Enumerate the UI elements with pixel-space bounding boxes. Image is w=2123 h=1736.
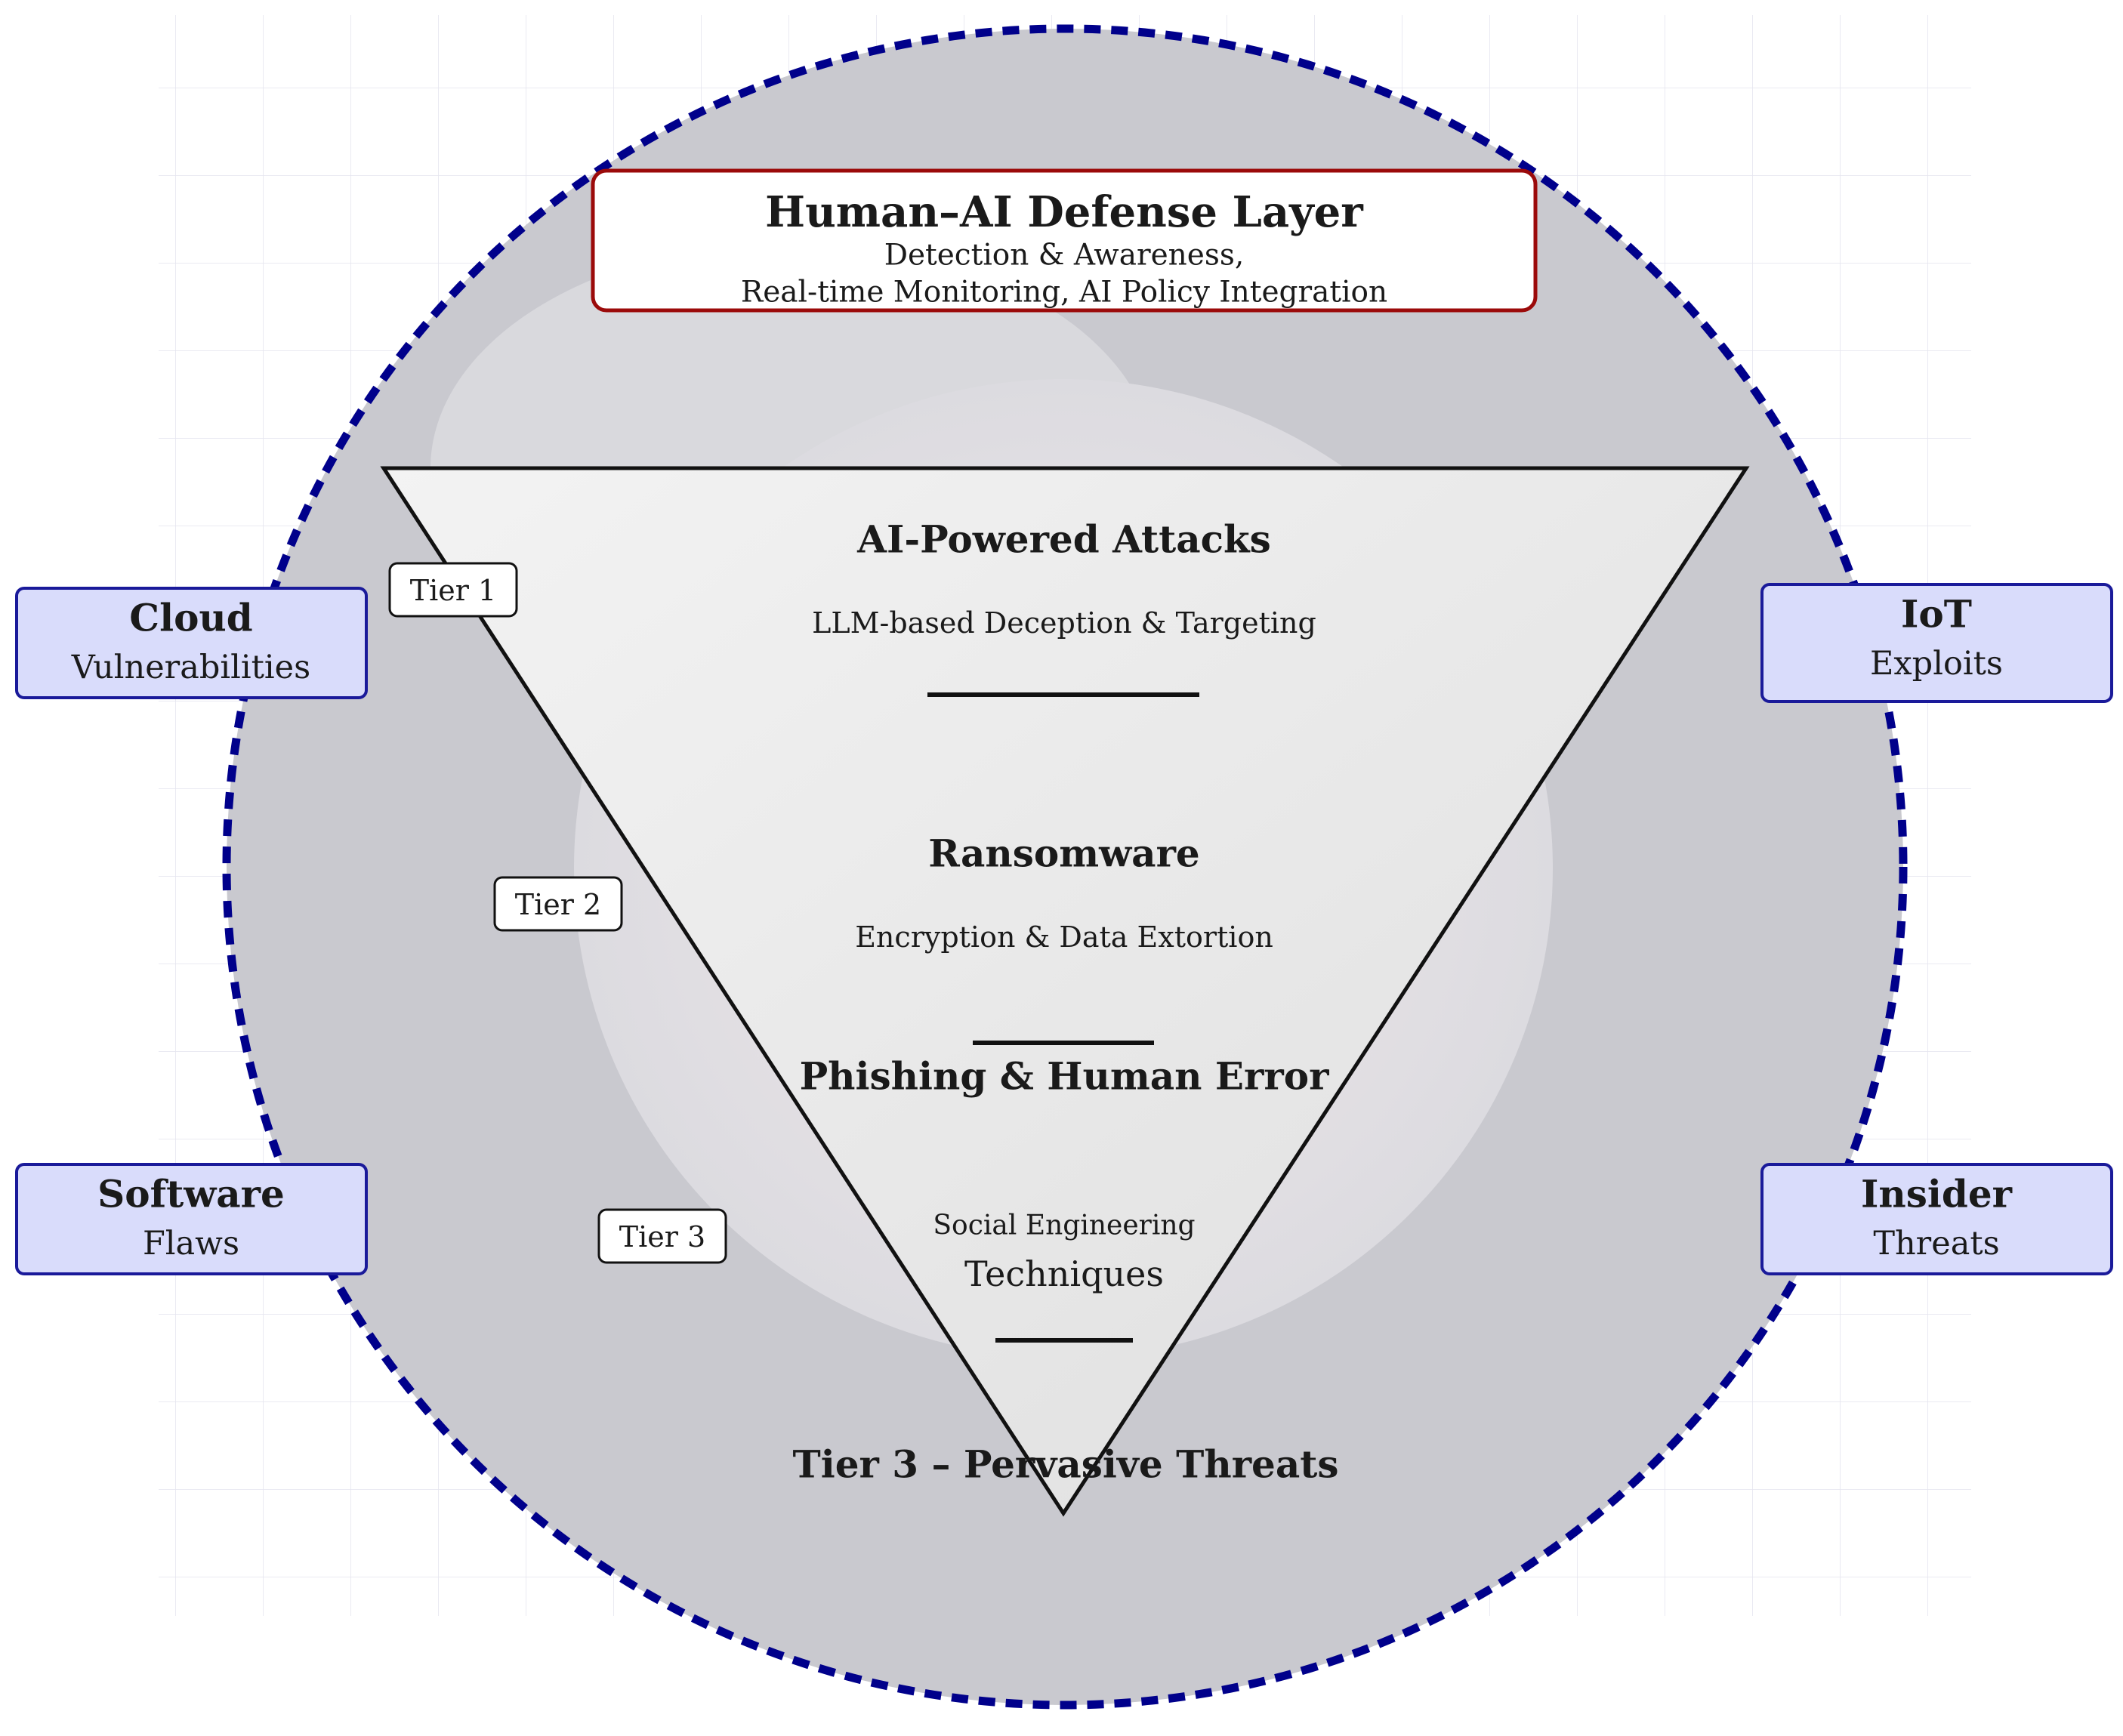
tier3-badge: Tier 3 xyxy=(619,1220,706,1253)
tier3-subtitle-line2: Techniques xyxy=(964,1253,1164,1294)
cloud-title: Cloud xyxy=(129,595,253,640)
insider-subtitle: Threats xyxy=(1873,1225,2000,1263)
tier1-title: AI-Powered Attacks xyxy=(857,516,1271,562)
iot-box xyxy=(1760,583,2113,703)
defense-layer-line1: Detection & Awareness, xyxy=(884,238,1245,273)
tier2-subtitle: Encryption & Data Extortion xyxy=(855,920,1273,954)
iot-title: IoT xyxy=(1901,591,1972,637)
tier2-badge-box xyxy=(493,876,623,932)
insider-title: Insider xyxy=(1861,1171,2012,1216)
software-subtitle: Flaws xyxy=(142,1225,240,1263)
tier2-title: Ransomware xyxy=(928,831,1200,876)
tier1-subtitle: LLM-based Deception & Targeting xyxy=(812,606,1316,640)
tier1-badge-box xyxy=(388,562,518,618)
defense-layer-box xyxy=(591,168,1538,313)
software-box xyxy=(15,1163,368,1275)
tier3-badge-box xyxy=(597,1208,727,1264)
cloud-box xyxy=(15,587,368,699)
threat-triangle xyxy=(380,466,1750,1517)
tier3-title: Phishing & Human Error xyxy=(799,1053,1329,1099)
cloud-subtitle: Vulnerabilities xyxy=(71,649,311,687)
insider-box xyxy=(1760,1163,2113,1275)
defense-layer-title: Human–AI Defense Layer xyxy=(765,187,1363,237)
tier2-badge: Tier 2 xyxy=(514,888,602,921)
iot-subtitle: Exploits xyxy=(1870,645,2003,683)
tier1-badge: Tier 1 xyxy=(409,574,497,607)
pervasive-threats-label: Tier 3 – Pervasive Threats xyxy=(792,1442,1339,1487)
defense-layer-line2: Real-time Monitoring, AI Policy Integrat… xyxy=(740,275,1388,310)
tier3-subtitle-line1: Social Engineering xyxy=(933,1210,1196,1241)
software-title: Software xyxy=(97,1171,285,1216)
